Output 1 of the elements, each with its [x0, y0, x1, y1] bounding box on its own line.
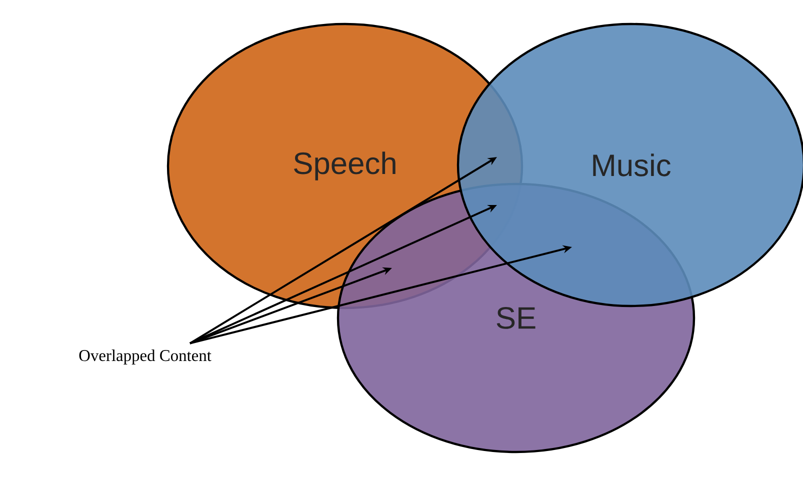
- callout-text: Overlapped Content: [79, 350, 212, 364]
